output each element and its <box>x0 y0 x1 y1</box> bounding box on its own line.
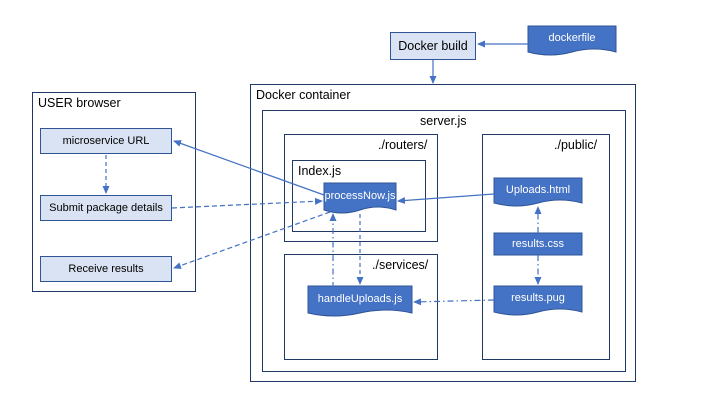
results-pug-doc: results.pug <box>511 292 565 304</box>
dockerfile-doc-shape <box>527 25 617 56</box>
server-js-title: server.js <box>420 114 467 128</box>
services-folder-title: ./services/ <box>372 258 429 272</box>
results-pug-doc-shape <box>493 285 583 316</box>
submit-package-details-box: Submit package details <box>40 195 172 221</box>
public-folder-title: ./public/ <box>554 138 598 152</box>
results-css-box: results.css <box>512 238 564 250</box>
receive-results-box: Receive results <box>40 256 172 282</box>
docker-build-box: Docker build <box>390 32 476 60</box>
index-js-title: Index.js <box>298 164 342 178</box>
user-browser-title: USER browser <box>38 96 121 110</box>
routers-folder-title: ./routers/ <box>378 138 428 152</box>
dockerfile-doc: dockerfile <box>548 32 596 44</box>
handleuploads-doc-shape <box>307 285 413 317</box>
processnow-doc: processNow.js <box>324 189 396 202</box>
docker-container-title: Docker container <box>256 88 351 102</box>
handleuploads-doc: handleUploads.js <box>317 292 403 305</box>
uploads-html-doc: Uploads.html <box>505 183 571 196</box>
uploads-html-doc-shape <box>493 177 583 207</box>
processnow-doc-shape <box>323 182 397 214</box>
microservice-url-box: microservice URL <box>40 128 172 154</box>
